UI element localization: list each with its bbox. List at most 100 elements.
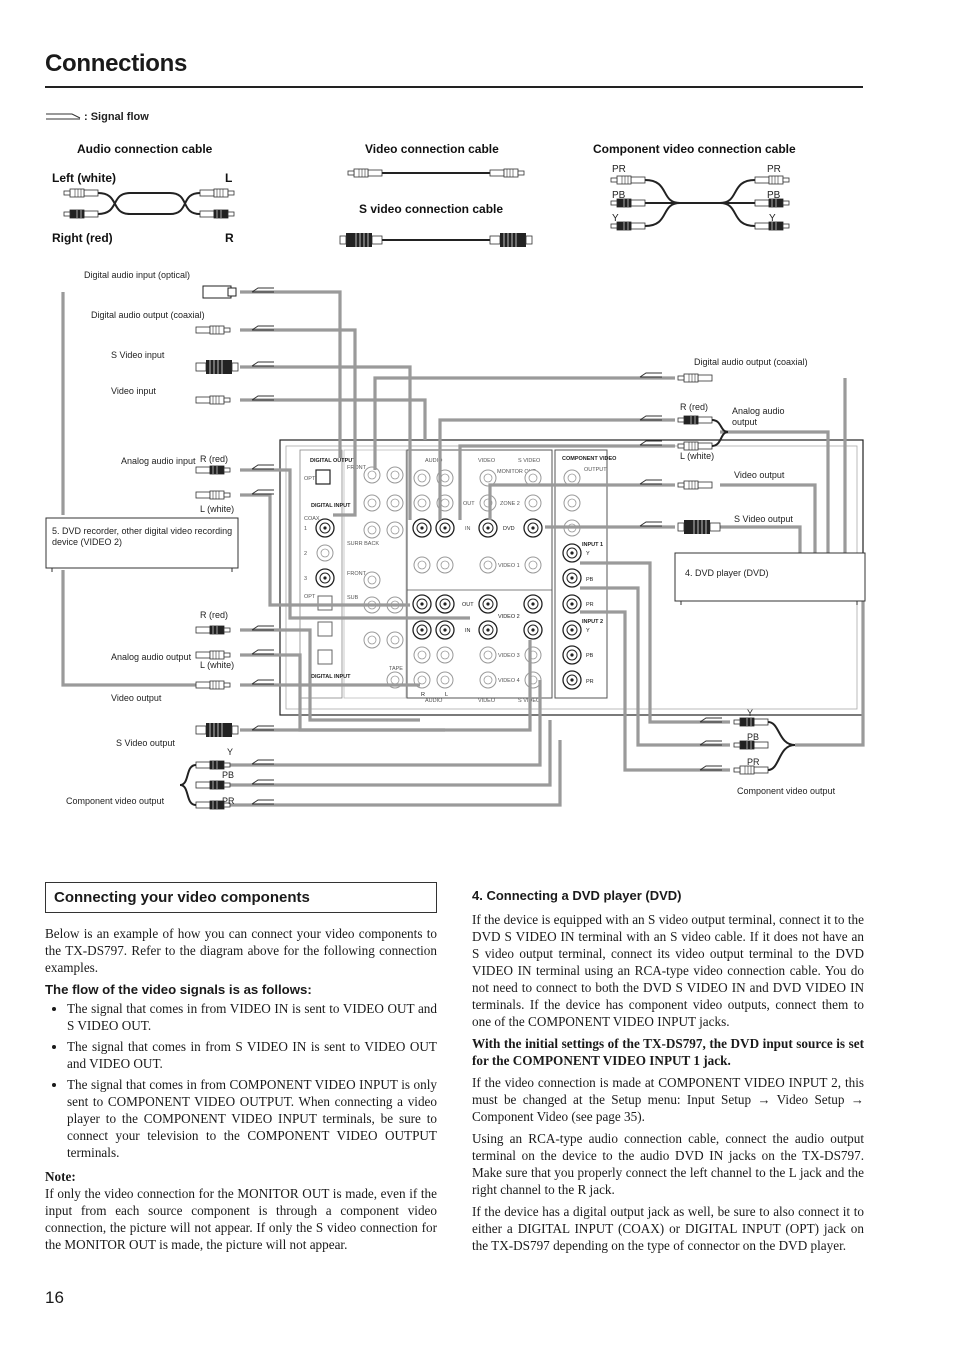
legend-r-label: R: [225, 231, 234, 245]
right-video-output-label: Video output: [734, 470, 785, 480]
right-device-wires: [373, 376, 865, 772]
right-component-output-label: Component video output: [737, 786, 836, 796]
flow-list: The signal that comes in from VIDEO IN i…: [45, 1000, 437, 1161]
dvd-paragraph-3: Using an RCA-type audio connection cable…: [472, 1131, 864, 1197]
panel-front-2: FRONT: [347, 571, 367, 577]
left-device-box: [45, 517, 239, 569]
panel-s-video-top: S VIDEO: [518, 458, 541, 464]
panel-input2: INPUT 2: [582, 619, 603, 625]
panel-y-2: Y: [586, 628, 590, 634]
video-cable-label: Video connection cable: [365, 142, 499, 156]
right-s-video-output-label: S Video output: [734, 514, 793, 524]
right-column: 4. Connecting a DVD player (DVD) If the …: [472, 882, 864, 1254]
panel-out-1: OUT: [463, 501, 475, 507]
panel-l: L: [445, 692, 448, 698]
left-y-label: Y: [227, 747, 233, 757]
right-pb-label: PB: [747, 732, 759, 742]
right-dig-out-label: Digital audio output (coaxial): [694, 357, 808, 367]
panel-video-bottom: VIDEO: [478, 698, 496, 704]
panel-r: R: [421, 692, 425, 698]
video-input-label: Video input: [111, 386, 156, 396]
component-cable-icon: [610, 175, 790, 231]
section-heading: Connecting your video components: [45, 882, 437, 913]
left-device-name: 5. DVD recorder, other digital video rec…: [52, 526, 233, 547]
panel-pr-2: PR: [586, 679, 594, 685]
right-red-label: Right (red): [52, 231, 113, 245]
panel-digital-output: DIGITAL OUTPUT: [310, 458, 356, 464]
right-pr-label: PR: [747, 757, 760, 767]
right-y-label: Y: [747, 708, 753, 718]
right-analog-audio-label: Analog audio output: [732, 406, 785, 427]
signal-flow-arrow-icon: [46, 113, 81, 120]
panel-n3: 3: [304, 576, 307, 582]
right-l-white-label: L (white): [680, 451, 714, 461]
left-pb-label: PB: [222, 770, 234, 780]
panel-digital-input-2: DIGITAL INPUT: [311, 674, 351, 680]
right-device-name: 4. DVD player (DVD): [685, 568, 769, 578]
connection-diagram: : Signal flow Audio connection cable Lef…: [45, 111, 866, 810]
intro-paragraph: Below is an example of how you can conne…: [45, 926, 437, 975]
panel-pb-1: PB: [586, 577, 594, 583]
component-cable-label: Component video connection cable: [593, 142, 796, 156]
signal-flow-label: : Signal flow: [84, 111, 149, 123]
s-video-output-label: S Video output: [116, 738, 175, 748]
note-text: If only the video connection for the MON…: [45, 1186, 437, 1252]
panel-opt-2: OPT: [304, 594, 316, 600]
panel-tape: TAPE: [389, 666, 403, 672]
dvd-paragraph-4: If the device has a digital output jack …: [472, 1204, 864, 1253]
legend-y-right: Y: [769, 213, 776, 224]
panel-component-video: COMPONENT VIDEO: [562, 456, 617, 462]
left-r-red-label: R (red): [200, 454, 228, 464]
dig-in-opt-label: Digital audio input (optical): [84, 270, 190, 280]
panel-sub: SUB: [347, 595, 359, 601]
analog-audio-output-label: Analog audio output: [111, 652, 192, 662]
panel-front: FRONT: [347, 465, 367, 471]
panel-coax: COAX: [304, 516, 320, 522]
panel-in-dvd: IN: [465, 526, 471, 532]
panel-video2: VIDEO 2: [498, 614, 520, 620]
left-l-white-out-label: L (white): [200, 660, 234, 670]
left-column: Connecting your video components Below i…: [45, 882, 437, 1253]
video-cable-icon: [347, 168, 525, 178]
panel-pb-2: PB: [586, 653, 594, 659]
legend-pr-right: PR: [767, 164, 781, 175]
panel-dvd: DVD: [503, 526, 515, 532]
panel-opt-1: OPT: [304, 476, 316, 482]
audio-cable-label: Audio connection cable: [77, 142, 213, 156]
panel-output: OUTPUT: [584, 467, 607, 473]
panel-video-top: VIDEO: [478, 458, 496, 464]
left-white-label: Left (white): [52, 171, 116, 185]
panel-jacks: [315, 466, 582, 690]
title-rule: [45, 86, 863, 88]
page-number: 16: [45, 1288, 64, 1307]
note-heading: Note:: [45, 1169, 76, 1184]
panel-in-v2: IN: [465, 628, 471, 634]
panel-video3: VIDEO 3: [498, 653, 520, 659]
panel-audio-bottom: AUDIO: [425, 698, 443, 704]
legend-pb-right: PB: [767, 190, 781, 201]
dvd-paragraph-1: If the device is equipped with an S vide…: [472, 912, 864, 1029]
panel-n1: 1: [304, 526, 307, 532]
audio-cable-icon: [63, 188, 235, 219]
panel-y-1: Y: [586, 551, 590, 557]
dvd-bold-note: With the initial settings of the TX-DS79…: [472, 1036, 864, 1068]
video-output-label: Video output: [111, 693, 162, 703]
right-r-red-label: R (red): [680, 402, 708, 412]
dvd-heading: 4. Connecting a DVD player (DVD): [472, 888, 682, 903]
panel-pr-1: PR: [586, 602, 594, 608]
legend-pb-left: PB: [612, 190, 626, 201]
right-device-plugs: [677, 373, 796, 775]
analog-audio-input-label: Analog audio input: [121, 456, 196, 466]
legend-l-label: L: [225, 171, 232, 185]
dvd-paragraph-2: If the video connection is made at COMPO…: [472, 1075, 864, 1124]
flow-heading: The flow of the video signals is as foll…: [45, 982, 312, 997]
flow-item: The signal that comes in from VIDEO IN i…: [67, 1000, 437, 1034]
panel-n2: 2: [304, 551, 307, 557]
left-device-plugs: [179, 285, 239, 810]
left-r-red-out-label: R (red): [200, 610, 228, 620]
left-l-white-label: L (white): [200, 504, 234, 514]
s-video-cable-label: S video connection cable: [359, 202, 503, 216]
s-video-cable-icon: [339, 232, 533, 248]
panel-video1: VIDEO 1: [498, 563, 520, 569]
legend-pr-left: PR: [612, 164, 626, 175]
